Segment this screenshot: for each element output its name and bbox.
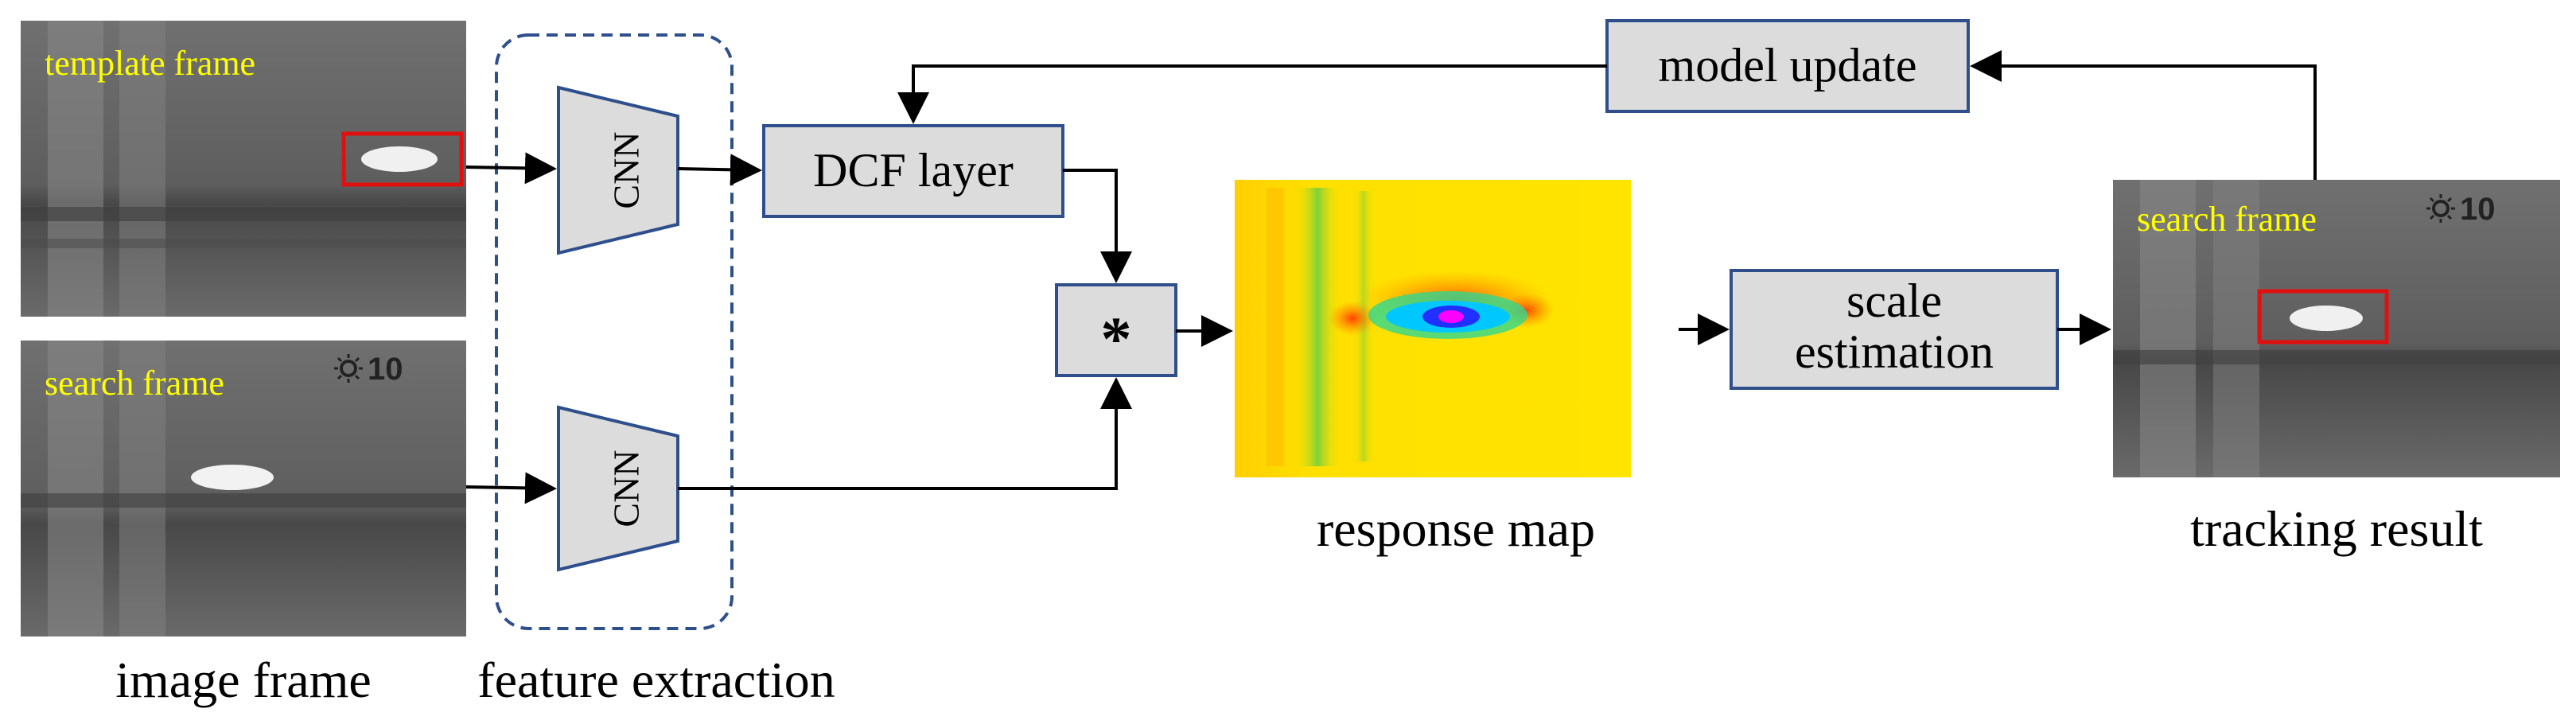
search-frame-image: search frame 10 <box>21 341 466 637</box>
cnn-top: CNN <box>557 85 679 255</box>
response-map-image <box>1235 180 1631 477</box>
model-update-label: model update <box>1659 39 1917 91</box>
feature-extraction-group <box>495 33 733 630</box>
tracking-result-image: search frame 10 <box>2113 180 2560 477</box>
arrow-cnn-to-conv <box>678 377 1132 490</box>
arrow-result-to-update <box>1970 50 2317 180</box>
arrow-search-to-cnn <box>465 472 557 504</box>
caption-image-frame: image frame <box>115 652 372 708</box>
arrow-template-to-cnn <box>465 152 557 185</box>
scale-estimation-box: scale estimation <box>1730 269 2059 390</box>
sun-icon <box>334 354 363 383</box>
caption-tracking-result: tracking result <box>2190 500 2483 557</box>
result-frame-label: search frame <box>2137 200 2317 239</box>
convolution-symbol: * <box>1101 304 1132 373</box>
dcf-layer-box: DCF layer <box>762 124 1064 218</box>
animal-shape <box>2290 306 2363 331</box>
template-frame-label: template frame <box>45 44 255 83</box>
scale-estimation-line2: estimation <box>1795 325 1994 378</box>
convolution-box: * <box>1055 283 1177 377</box>
caption-feature-extraction: feature extraction <box>477 652 835 708</box>
indicator-value: 10 <box>368 352 403 387</box>
animal-shape <box>191 465 274 490</box>
target-bbox <box>341 131 464 187</box>
sun-icon <box>2426 194 2455 223</box>
result-indicator-value: 10 <box>2460 192 2496 227</box>
template-frame-image: template frame <box>21 21 466 317</box>
arrow-update-to-dcf <box>897 64 1607 124</box>
dcf-layer-label: DCF layer <box>813 144 1014 197</box>
model-update-box: model update <box>1605 19 1970 113</box>
arrow-cnn-to-dcf <box>677 154 762 186</box>
cnn-bottom: CNN <box>557 405 679 572</box>
animal-shape <box>361 146 438 172</box>
arrow-dcf-to-conv <box>1063 169 1132 283</box>
cnn-bottom-label: CNN <box>606 450 647 527</box>
connectors <box>465 50 2317 504</box>
result-bbox <box>2257 289 2389 345</box>
search-frame-label: search frame <box>45 364 224 403</box>
caption-response-map: response map <box>1317 500 1595 557</box>
scale-estimation-line1: scale <box>1846 274 1942 327</box>
cnn-top-label: CNN <box>606 131 647 208</box>
